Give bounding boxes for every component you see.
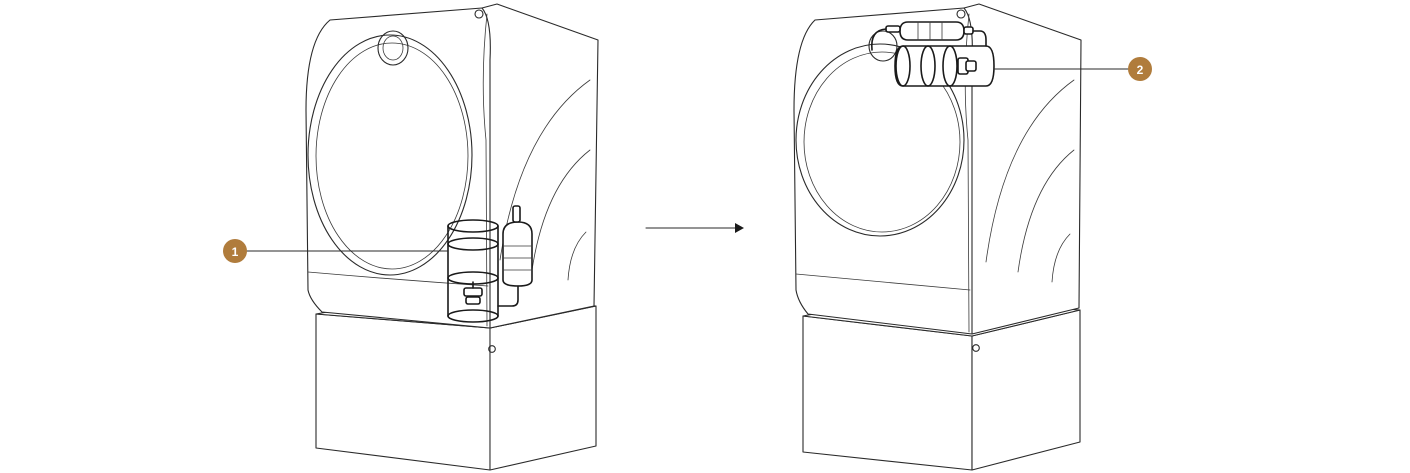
pedestal-knob	[972, 344, 980, 352]
detergent-window	[377, 30, 409, 66]
door-inner	[315, 42, 469, 270]
callout-1: 1	[223, 239, 449, 263]
filter-unit-lower	[447, 205, 533, 323]
appliance-before	[305, 3, 599, 471]
callout-label-2: 2	[1137, 63, 1144, 77]
transition-arrow	[645, 223, 744, 233]
door-outer	[795, 43, 965, 237]
washer-body	[793, 3, 1082, 335]
arrow-head-icon	[735, 223, 744, 233]
appliance-after	[793, 3, 1082, 471]
door-inner	[803, 51, 961, 233]
filter-unit-upper	[870, 21, 995, 87]
pedestal-knob	[488, 345, 496, 353]
callout-badge-1	[223, 239, 247, 263]
callout-2: 2	[993, 57, 1152, 81]
power-button	[474, 9, 484, 19]
washer-body	[305, 3, 599, 329]
callout-label-1: 1	[232, 245, 239, 259]
door-outer	[307, 34, 473, 276]
power-button	[956, 9, 966, 19]
detergent-window	[868, 30, 898, 62]
callout-badge-2	[1128, 57, 1152, 81]
